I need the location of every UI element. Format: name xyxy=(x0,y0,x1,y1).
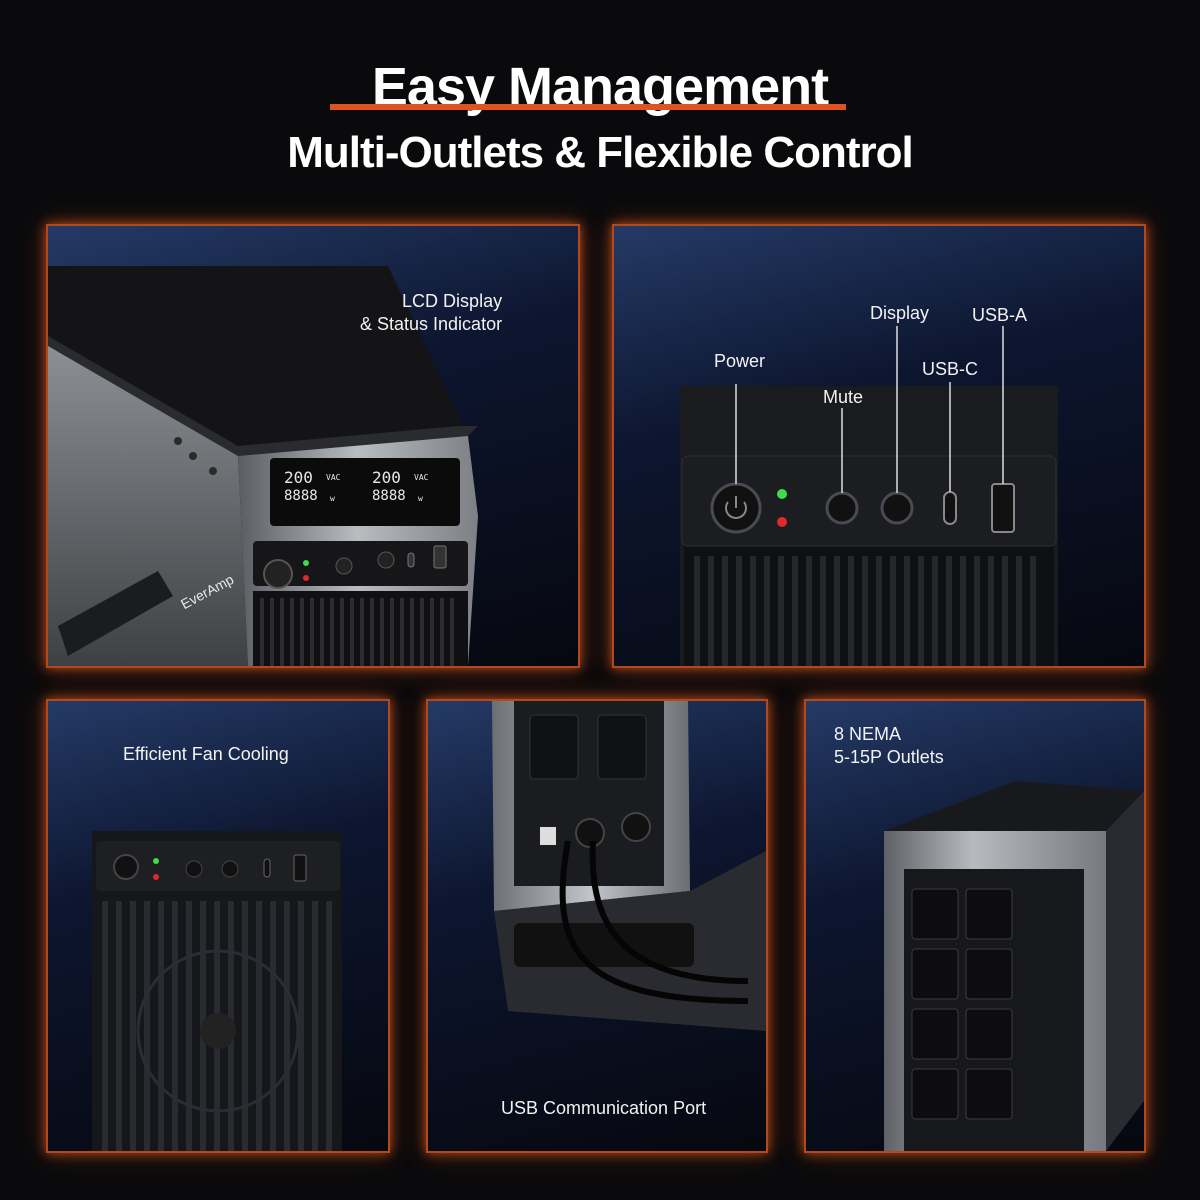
control-vent-grille xyxy=(694,556,1036,666)
panel-controls: Power Mute Display USB-C USB-A xyxy=(612,224,1146,668)
label-display: Display xyxy=(870,303,930,323)
side-vent xyxy=(514,923,694,967)
ups-rear-outlets-illustration xyxy=(884,781,1144,1151)
lcd-right-voltage: 200 xyxy=(372,468,401,487)
status-led-green xyxy=(303,560,309,566)
title-underline xyxy=(330,104,846,110)
label-mute: Mute xyxy=(823,387,864,407)
status-led-red xyxy=(303,575,309,581)
outlet-grid xyxy=(911,888,1013,1120)
power-button-icon xyxy=(263,559,293,589)
lcd-left-voltage: 200 xyxy=(284,468,313,487)
usb-c-port-icon xyxy=(943,491,957,525)
label-usb-c: USB-C xyxy=(922,359,979,379)
status-led-red xyxy=(777,517,787,527)
lcd-right-power: 8888 xyxy=(372,488,406,504)
label-lcd-display: LCD Display xyxy=(402,291,503,311)
lcd-readout: 200 VAC 8888 w 200 VAC 8888 w xyxy=(280,466,455,518)
label-usb-a: USB-A xyxy=(972,305,1028,325)
label-fan-cooling: Efficient Fan Cooling xyxy=(123,744,289,764)
page-subtitle: Multi-Outlets & Flexible Control xyxy=(287,128,914,177)
ups-fan-illustration xyxy=(92,831,342,1151)
usb-a-port-icon xyxy=(991,483,1015,533)
label-status-indicator: & Status Indicator xyxy=(360,314,503,334)
panel-lcd-display: LCD Display & Status Indicator 200 VAC 8… xyxy=(46,224,580,668)
label-outlet-type: 5-15P Outlets xyxy=(834,747,944,767)
lcd-left-watt: w xyxy=(330,494,335,503)
usb-b-port-icon xyxy=(540,827,556,845)
ups-front-angled-illustration xyxy=(48,266,478,666)
ups-rear-usb-illustration xyxy=(492,701,766,1031)
panel-fan-cooling: Efficient Fan Cooling xyxy=(46,699,390,1153)
power-button-icon xyxy=(113,854,139,880)
lcd-right-watt: w xyxy=(418,494,423,503)
fan-icon xyxy=(136,949,300,1113)
status-led-green xyxy=(777,489,787,499)
panel-outlets: 8 NEMA 5-15P Outlets xyxy=(804,699,1146,1153)
lcd-right-unit: VAC xyxy=(414,473,429,482)
usb-cable xyxy=(559,840,749,1004)
panel-usb-port: USB Communication Port xyxy=(426,699,768,1153)
label-nema-count: 8 NEMA xyxy=(834,724,902,744)
front-vent-grille xyxy=(260,598,454,666)
ups-control-strip-illustration xyxy=(680,326,1058,666)
label-power: Power xyxy=(714,351,766,371)
display-button-icon xyxy=(880,491,914,525)
lcd-left-unit: VAC xyxy=(326,473,341,482)
mute-button-icon xyxy=(825,491,859,525)
label-usb-communication-port: USB Communication Port xyxy=(501,1098,707,1118)
lcd-left-power: 8888 xyxy=(284,488,318,504)
